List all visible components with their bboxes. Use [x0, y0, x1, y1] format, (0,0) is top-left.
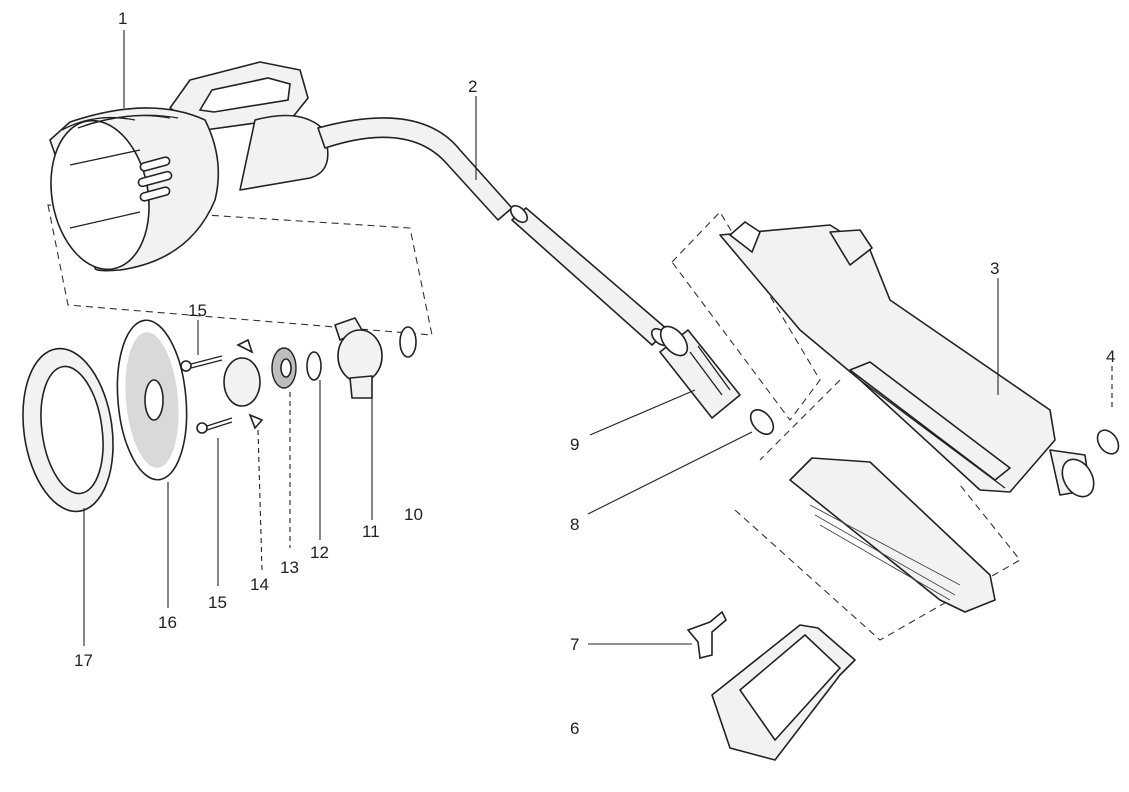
- part-13-nozzle-insert: [271, 347, 297, 389]
- assembly-outline-link: [759, 379, 841, 461]
- part-cover: [789, 457, 996, 613]
- callout-15-upper: 15: [188, 301, 207, 320]
- assembly-outline-head: [47, 204, 433, 336]
- callout-7: 7: [570, 635, 579, 654]
- part-14-nozzle-plate: [223, 338, 264, 430]
- leader-lines: [83, 30, 1113, 646]
- callout-9: 9: [570, 435, 579, 454]
- part-6-holder: [711, 624, 856, 761]
- part-10-o-ring: [399, 326, 417, 358]
- callout-1: 1: [118, 9, 127, 28]
- callout-16: 16: [158, 613, 177, 632]
- part-1-spray-head: [49, 61, 329, 272]
- callout-6: 6: [570, 719, 579, 738]
- callout-10: 10: [404, 505, 423, 524]
- callout-3: 3: [990, 259, 999, 278]
- callout-12: 12: [310, 543, 329, 562]
- callout-17: 17: [74, 651, 93, 670]
- callout-2: 2: [468, 77, 477, 96]
- part-7-clip: [686, 610, 727, 659]
- part-8-o-ring: [749, 409, 775, 435]
- assembly-outline-cover: [734, 484, 1021, 641]
- part-15-screw-lower: [196, 417, 233, 434]
- part-3-valve-body: [719, 220, 1095, 498]
- callout-14: 14: [250, 575, 269, 594]
- callout-4: 4: [1106, 347, 1115, 366]
- part-11-valve-insert: [334, 317, 383, 399]
- assembly-outline-body: [671, 211, 821, 421]
- part-17-ring-nut: [22, 347, 114, 513]
- callout-13: 13: [280, 558, 299, 577]
- callout-11: 11: [362, 522, 380, 541]
- part-2-tube: [317, 117, 670, 347]
- part-15-screw-upper: [180, 355, 223, 372]
- part-9-filter: [659, 325, 741, 419]
- callout-15-lower: 15: [208, 593, 227, 612]
- part-4-o-ring: [1096, 429, 1120, 455]
- callout-8: 8: [570, 515, 579, 534]
- part-16-spray-disc: [116, 319, 188, 481]
- part-12-o-ring: [306, 351, 322, 381]
